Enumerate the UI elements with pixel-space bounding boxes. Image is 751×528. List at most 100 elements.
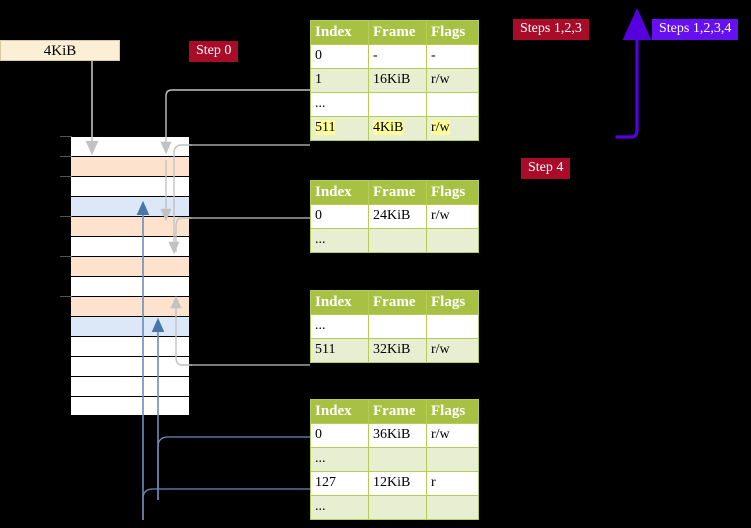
cell-index: 511 xyxy=(310,116,369,141)
connector-table4-row127-to-memory xyxy=(142,488,310,520)
memory-row xyxy=(71,237,189,257)
memory-row xyxy=(71,257,189,277)
cell-flags-text: r/w xyxy=(431,120,450,135)
column-header-flags: Flags xyxy=(426,290,479,315)
table-header-row: Index Frame Flags xyxy=(310,290,479,315)
cell-frame: 24KiB xyxy=(368,204,427,229)
page-table-level-2: Index Frame Flags 0 24KiB r/w ... xyxy=(310,180,479,253)
memory-tick xyxy=(60,256,72,257)
cell-index-text: 511 xyxy=(315,120,336,135)
table-header-row: Index Frame Flags xyxy=(310,180,479,205)
cell-frame xyxy=(368,314,427,339)
badge-step-0: Step 0 xyxy=(189,41,239,62)
memory-row xyxy=(71,297,189,317)
cell-flags xyxy=(426,92,479,117)
cell-index: 0 xyxy=(310,204,369,229)
memory-row xyxy=(71,337,189,357)
cell-frame: 16KiB xyxy=(368,68,427,93)
cell-frame: 12KiB xyxy=(368,471,427,496)
cell-index: ... xyxy=(310,92,369,117)
cell-flags: r xyxy=(426,471,479,496)
table-row: ... xyxy=(310,495,479,520)
cell-flags: r/w xyxy=(426,338,479,363)
column-header-frame: Frame xyxy=(368,20,427,45)
cell-index: 0 xyxy=(310,44,369,69)
page-table-level-1: Index Frame Flags 0 - - 1 16KiB r/w ... xyxy=(310,20,479,141)
badge-steps-123-label: Steps 1,2,3 xyxy=(520,21,582,36)
cell-index: ... xyxy=(310,228,369,253)
cell-flags xyxy=(426,228,479,253)
column-header-frame: Frame xyxy=(368,290,427,315)
cell-index: ... xyxy=(310,314,369,339)
cell-flags: r/w xyxy=(426,204,479,229)
badge-step-0-label: Step 0 xyxy=(196,43,232,58)
memory-row xyxy=(71,357,189,377)
cell-frame xyxy=(368,92,427,117)
cell-frame: - xyxy=(368,44,427,69)
memory-row xyxy=(71,217,189,237)
memory-row xyxy=(71,377,189,397)
memory-row xyxy=(71,197,189,217)
column-header-index: Index xyxy=(310,180,369,205)
table-row: 1 16KiB r/w xyxy=(310,68,479,93)
cell-index: ... xyxy=(310,447,369,472)
physical-memory-column xyxy=(70,136,190,416)
memory-row xyxy=(71,157,189,177)
column-header-index: Index xyxy=(310,290,369,315)
memory-row xyxy=(71,397,189,415)
table-row-highlighted: 511 4KiB r/w xyxy=(310,116,479,141)
cell-flags: - xyxy=(426,44,479,69)
memory-tick xyxy=(60,156,72,157)
table-row: 511 32KiB r/w xyxy=(310,338,479,363)
table-row: 0 36KiB r/w xyxy=(310,423,479,448)
column-header-frame: Frame xyxy=(368,180,427,205)
cell-flags: r/w xyxy=(426,116,479,141)
cell-frame: 4KiB xyxy=(368,116,427,141)
size-box-4kib: 4KiB xyxy=(0,40,120,61)
column-header-flags: Flags xyxy=(426,20,479,45)
page-table-level-3: Index Frame Flags ... 511 32KiB r/w xyxy=(310,290,479,363)
connector-table4-row0-to-memory xyxy=(157,436,310,500)
badge-step-4: Step 4 xyxy=(521,158,571,179)
table-row: ... xyxy=(310,447,479,472)
cell-frame xyxy=(368,495,427,520)
cell-index: 1 xyxy=(310,68,369,93)
cell-index: 0 xyxy=(310,423,369,448)
badge-steps-123: Steps 1,2,3 xyxy=(513,19,589,40)
memory-row xyxy=(71,317,189,337)
cell-flags xyxy=(426,447,479,472)
memory-tick xyxy=(60,216,72,217)
column-header-flags: Flags xyxy=(426,399,479,424)
memory-tick xyxy=(60,136,72,137)
memory-tick xyxy=(60,296,72,297)
cell-frame: 32KiB xyxy=(368,338,427,363)
cell-frame xyxy=(368,447,427,472)
table-row: 0 - - xyxy=(310,44,479,69)
cell-frame xyxy=(368,228,427,253)
badge-steps-1234: Steps 1,2,3,4 xyxy=(652,19,739,40)
cell-index: 127 xyxy=(310,471,369,496)
badge-steps-1234-label: Steps 1,2,3,4 xyxy=(659,21,732,36)
column-header-flags: Flags xyxy=(426,180,479,205)
size-box-label: 4KiB xyxy=(43,43,77,59)
cell-frame-text: 4KiB xyxy=(373,120,404,135)
table-header-row: Index Frame Flags xyxy=(310,399,479,424)
arrow-steps-1234-bracket xyxy=(615,8,652,139)
cell-index: 511 xyxy=(310,338,369,363)
memory-row xyxy=(71,277,189,297)
badge-step-4-label: Step 4 xyxy=(528,160,564,175)
cell-flags: r/w xyxy=(426,423,479,448)
memory-row xyxy=(71,137,189,157)
table-row: 127 12KiB r xyxy=(310,471,479,496)
cell-flags xyxy=(426,314,479,339)
table-row: ... xyxy=(310,314,479,339)
cell-flags: r/w xyxy=(426,68,479,93)
page-table-level-4: Index Frame Flags 0 36KiB r/w ... 127 12… xyxy=(310,399,479,520)
table-row: ... xyxy=(310,92,479,117)
cell-frame: 36KiB xyxy=(368,423,427,448)
memory-tick xyxy=(60,176,72,177)
memory-row xyxy=(71,177,189,197)
column-header-index: Index xyxy=(310,399,369,424)
column-header-index: Index xyxy=(310,20,369,45)
